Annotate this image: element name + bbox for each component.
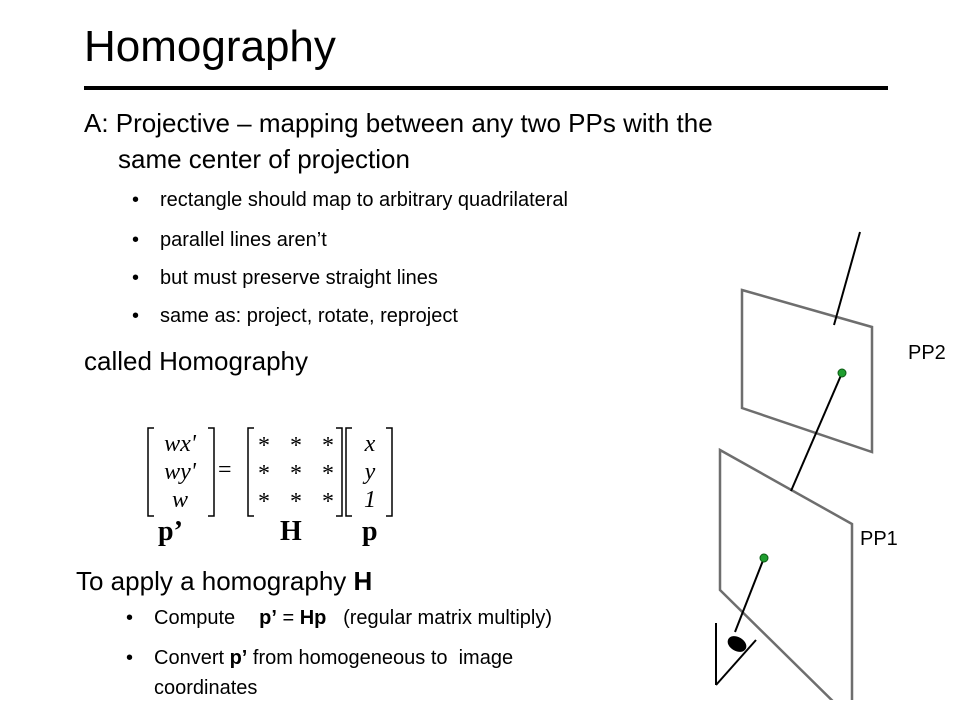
apply-step-2: • Convert p’ from homogeneous to image <box>126 646 514 670</box>
bullet-dot: • <box>132 305 140 327</box>
lhs-right-bracket <box>208 427 215 517</box>
ray-middle <box>790 372 843 492</box>
step1-p-prime: p’ <box>259 607 277 629</box>
h-left-bracket <box>247 427 254 517</box>
rhs-entry: y <box>364 459 376 485</box>
label-p: p <box>362 516 378 547</box>
bullet-dot: • <box>132 267 140 289</box>
pp1-point <box>759 553 769 563</box>
rhs-left-bracket <box>345 427 352 517</box>
ray-upper <box>833 231 861 326</box>
h-entry: * <box>290 461 302 487</box>
step2-prefix: Convert <box>154 647 230 669</box>
title-underline <box>84 86 888 90</box>
pp2-label: PP2 <box>908 342 946 364</box>
h-right-bracket <box>336 427 343 517</box>
equation-brackets <box>147 427 393 517</box>
step1-eq: = <box>276 607 300 629</box>
lhs-left-bracket <box>147 427 154 517</box>
rhs-entry: x <box>364 431 376 457</box>
h-entry: * <box>258 489 270 515</box>
bullet-item: • parallel lines aren’t <box>132 228 327 252</box>
apply-heading-h: H <box>353 566 373 596</box>
h-entry: * <box>322 489 334 515</box>
pp1-label: PP1 <box>860 528 898 550</box>
bullet-text: but must preserve straight lines <box>160 267 438 289</box>
h-entry: * <box>290 489 302 515</box>
intro-line-1: A: Projective – mapping between any two … <box>84 108 713 138</box>
pp2-point <box>837 368 847 378</box>
bullet-item: • same as: project, rotate, reproject <box>132 304 458 328</box>
step2-line-2: coordinates <box>154 677 258 699</box>
equals-sign: = <box>218 457 232 483</box>
ray-lower <box>734 557 765 633</box>
projection-diagram <box>715 231 874 700</box>
h-entry: * <box>322 461 334 487</box>
label-p-prime: p’ <box>158 516 183 547</box>
step1-prefix: Compute <box>154 607 236 629</box>
step2-p-prime: p’ <box>229 647 248 669</box>
h-entry: * <box>322 433 334 459</box>
pp1-plane <box>718 447 854 700</box>
pp2-plane <box>740 288 874 454</box>
lhs-entry: w <box>171 487 188 513</box>
h-entry: * <box>258 433 270 459</box>
bullet-dot: • <box>132 229 140 251</box>
apply-heading: To apply a homography H <box>76 564 372 598</box>
called-homography: called Homography <box>84 346 309 376</box>
intro-line-2: same center of projection <box>118 144 410 174</box>
label-h: H <box>280 516 302 547</box>
apply-heading-text: To apply a homography <box>76 566 354 596</box>
bullet-text: rectangle should map to arbitrary quadri… <box>160 189 568 211</box>
bullet-text: same as: project, rotate, reproject <box>160 305 458 327</box>
rhs-right-bracket <box>386 427 393 517</box>
eye-icon <box>715 623 757 686</box>
step1-hp: Hp <box>299 607 327 629</box>
bullet-dot: • <box>126 647 134 669</box>
bullet-text: parallel lines aren’t <box>160 229 327 251</box>
lhs-entry: wx' <box>164 431 196 457</box>
bullet-item: • rectangle should map to arbitrary quad… <box>132 188 568 212</box>
step2-suffix: from homogeneous to image <box>247 647 514 669</box>
step1-suffix: (regular matrix multiply) <box>326 607 553 629</box>
h-entry: * <box>258 461 270 487</box>
rhs-entry: 1 <box>364 487 376 513</box>
apply-step-1: • Compute p’ = Hp (regular matrix multipl… <box>126 606 553 630</box>
bullet-item: • but must preserve straight lines <box>132 266 438 290</box>
slide-title: Homography <box>84 22 336 71</box>
bullet-dot: • <box>132 189 140 211</box>
lhs-entry: wy' <box>164 459 196 485</box>
h-entry: * <box>290 433 302 459</box>
bullet-dot: • <box>126 607 134 629</box>
